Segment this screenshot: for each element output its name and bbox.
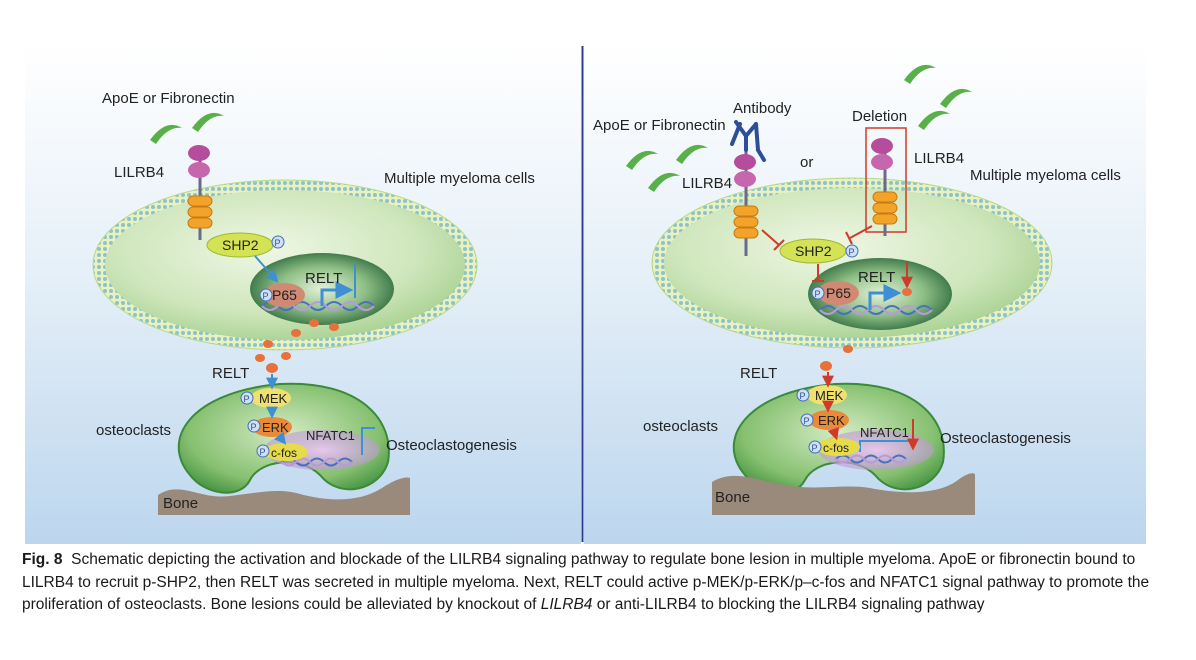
right-bone-surface — [712, 473, 975, 515]
osteoclast-dna — [281, 457, 353, 467]
cfos-phospho-label: P — [260, 447, 266, 457]
mek-protein — [251, 388, 291, 408]
right-erk-protein — [809, 410, 849, 430]
right-osteoclasts-label: osteoclasts — [643, 418, 718, 435]
right-erk-label: ERK — [818, 413, 845, 428]
right-shp2-phospho-badge — [845, 244, 859, 258]
right-p65-phospho-badge — [811, 286, 825, 300]
nfatc1-transcription-arrow — [361, 427, 375, 455]
or-label: or — [800, 154, 813, 171]
osteoclasts-label: osteoclasts — [96, 422, 171, 439]
right-relt-transcription-arrow — [868, 284, 902, 310]
erk-phospho-label: P — [251, 422, 257, 432]
cfos-phospho-badge — [256, 444, 270, 458]
relt-transcription-arrow — [320, 281, 354, 306]
caption-label: Fig. 8 — [22, 551, 63, 568]
figure-caption: Fig. 8 Schematic depicting the activatio… — [22, 549, 1172, 617]
osteoclast-signaling-arrows — [266, 374, 287, 445]
right-osteoclast-dna — [835, 454, 907, 464]
lilrb4-pathway-figure: RELT P P65 SHP2 P ApoE or Fibronectin LI… — [25, 44, 1146, 544]
right-panel: RELT P P65 SHP2 P — [593, 64, 1121, 515]
ligand-shape-2 — [192, 112, 224, 132]
right-ligand-shape-5 — [940, 88, 972, 108]
cfos-label: c-fos — [271, 446, 297, 460]
cell-label: Multiple myeloma cells — [384, 170, 535, 187]
right-cfos-protein — [816, 438, 860, 456]
right-erk-phospho-badge — [800, 413, 814, 427]
mek-phospho-label: P — [244, 394, 250, 404]
right-bone-label: Bone — [715, 489, 750, 506]
shp2-phospho-label: P — [275, 238, 281, 248]
right-nfatc1-label: NFATC1 — [860, 425, 909, 440]
antibody-label: Antibody — [733, 100, 792, 117]
p65-phospho-badge — [259, 288, 273, 302]
p65-label: P65 — [272, 287, 297, 303]
right-ligand-shape-1 — [626, 150, 658, 170]
right-osteoclastogenesis-label: Osteoclastogenesis — [940, 430, 1071, 447]
right-ligand-label: ApoE or Fibronectin — [593, 117, 726, 134]
relt-secreted-label: RELT — [212, 365, 249, 382]
right-p65-label: P65 — [826, 285, 851, 301]
right-p65-phospho-label: P — [815, 289, 821, 299]
right-cfos-label: c-fos — [823, 441, 849, 455]
right-mek-phospho-badge — [796, 388, 810, 402]
shp2-to-p65-arrow — [254, 255, 279, 283]
osteoclastogenesis-label: Osteoclastogenesis — [386, 437, 517, 454]
secreted-relt-droplets — [255, 319, 339, 373]
lilrb4-receptor — [187, 145, 213, 240]
right-secreted-relt-droplets — [820, 345, 853, 371]
shp2-label: SHP2 — [222, 237, 259, 253]
right-ligand-shape-2 — [676, 144, 708, 164]
erk-phospho-badge — [247, 419, 261, 433]
deletion-label: Deletion — [852, 108, 907, 125]
cfos-protein — [264, 443, 308, 461]
p65-phospho-label: P — [263, 291, 269, 301]
nfatc1-label: NFATC1 — [306, 428, 355, 443]
antibody-icon — [730, 120, 766, 162]
right-mek-phospho-label: P — [800, 391, 806, 401]
right-nfatc1-transcription-arrow — [859, 440, 912, 452]
shp2-phospho-badge — [271, 235, 285, 249]
p65-protein — [263, 283, 305, 307]
right-mek-protein — [807, 385, 847, 405]
right-ligand-shape-6 — [918, 110, 950, 130]
mek-phospho-badge — [240, 391, 254, 405]
right-osteoclast-inhibition-marks — [822, 372, 840, 441]
right-receptor-label-right: LILRB4 — [914, 150, 964, 167]
caption-text-part-1: Schematic depicting the activation and b… — [22, 551, 1150, 613]
bone-surface — [158, 477, 410, 515]
left-panel: RELT P P65 SHP2 P ApoE or Fibronectin LI… — [92, 90, 535, 515]
ligand-shape-1 — [150, 124, 182, 144]
right-relt-droplet-nucleus — [902, 288, 912, 296]
relt-nucleus-label: RELT — [305, 270, 342, 287]
right-relt-secreted-label: RELT — [740, 365, 777, 382]
right-shp2-phospho-label: P — [849, 247, 855, 257]
erk-label: ERK — [262, 420, 289, 435]
inhibition-marks — [761, 225, 873, 282]
bone-label: Bone — [163, 495, 198, 512]
right-lilrb4-receptor-antibody — [733, 150, 759, 256]
right-shp2-label: SHP2 — [795, 243, 832, 259]
right-receptor-label-left: LILRB4 — [682, 175, 732, 192]
right-mek-label: MEK — [815, 388, 844, 403]
right-cfos-phospho-label: P — [812, 443, 818, 453]
ligand-label: ApoE or Fibronectin — [102, 90, 235, 107]
caption-text-part-2: or anti-LILRB4 to blocking the LILRB4 si… — [592, 596, 985, 613]
right-cfos-phospho-badge — [808, 440, 822, 454]
right-p65-protein — [817, 281, 859, 305]
right-cell-label: Multiple myeloma cells — [970, 167, 1121, 184]
right-relt-nucleus-label: RELT — [858, 269, 895, 286]
right-lilrb4-receptor-deletion — [865, 127, 907, 236]
mek-label: MEK — [259, 391, 288, 406]
right-dna-helix — [819, 305, 933, 315]
caption-gene-italic: LILRB4 — [540, 596, 593, 613]
right-erk-phospho-label: P — [804, 416, 810, 426]
receptor-label: LILRB4 — [114, 164, 164, 181]
right-ligand-shape-3 — [648, 172, 680, 192]
right-ligand-shape-4 — [904, 64, 936, 84]
